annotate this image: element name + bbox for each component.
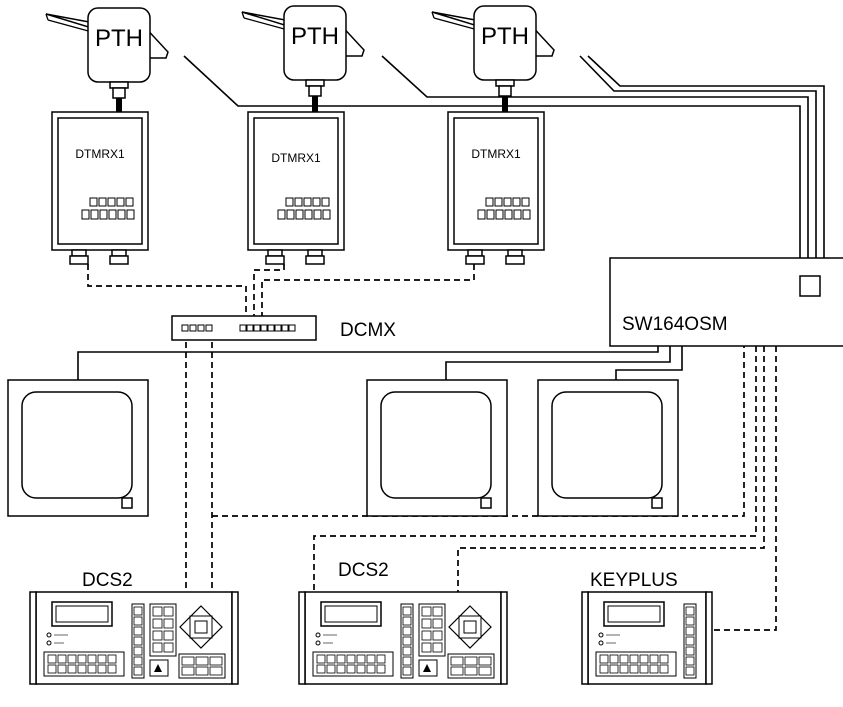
monitor-video-cables <box>77 346 683 380</box>
video-cable-monitor-3 <box>615 346 683 380</box>
dtmrx1-receiver: DTMRX1 <box>447 111 545 265</box>
dcs2-keyboard: DCS2 <box>298 560 508 685</box>
video-cable-monitor-2 <box>445 346 671 380</box>
data-cable-receiver-3 <box>261 264 475 316</box>
data-cable-switch-kb2a <box>313 346 757 592</box>
keyboard-label: KEYPLUS <box>590 570 678 591</box>
data-cable-dcmx-switch <box>212 346 745 517</box>
keyboard-label: DCS2 <box>82 570 133 591</box>
cable-camera-2 <box>381 55 809 258</box>
data-cable-switch-kb2b <box>457 346 765 592</box>
pth-camera: PTH <box>432 6 554 124</box>
pth-camera: PTH <box>46 8 168 126</box>
dtmrx1-receiver: DTMRX1 <box>247 111 345 265</box>
camera-label: PTH <box>481 23 529 50</box>
sw164osm-switcher: SW164OSM <box>609 257 843 347</box>
cable-camera-3 <box>579 55 817 258</box>
receiver-label: DTMRX1 <box>471 147 521 161</box>
monitor <box>537 379 679 517</box>
camera-control-cables <box>183 55 825 258</box>
cable-camera-1 <box>183 55 801 258</box>
receiver-label: DTMRX1 <box>271 151 321 165</box>
keyboard-label: DCS2 <box>338 560 389 581</box>
monitor <box>7 379 149 517</box>
data-cable-switch-keyplus <box>706 346 777 631</box>
dcmx-distributor: DCMX <box>171 315 396 341</box>
video-cable-monitor-1 <box>77 346 659 380</box>
dcmx-label: DCMX <box>340 320 396 341</box>
cable-camera-4 <box>587 55 825 258</box>
dtmrx1-receiver: DTMRX1 <box>51 111 149 265</box>
monitor <box>366 379 508 517</box>
camera-label: PTH <box>95 25 143 52</box>
keyplus-keyboard: KEYPLUS <box>581 570 713 685</box>
camera-label: PTH <box>291 23 339 50</box>
data-cables <box>87 264 777 631</box>
data-cable-receiver-2 <box>253 264 285 316</box>
pth-camera: PTH <box>242 6 364 124</box>
data-cable-receiver-1 <box>87 264 247 316</box>
receiver-label: DTMRX1 <box>75 147 125 161</box>
switcher-label: SW164OSM <box>622 314 728 335</box>
dcs2-keyboard: DCS2 <box>29 570 239 685</box>
